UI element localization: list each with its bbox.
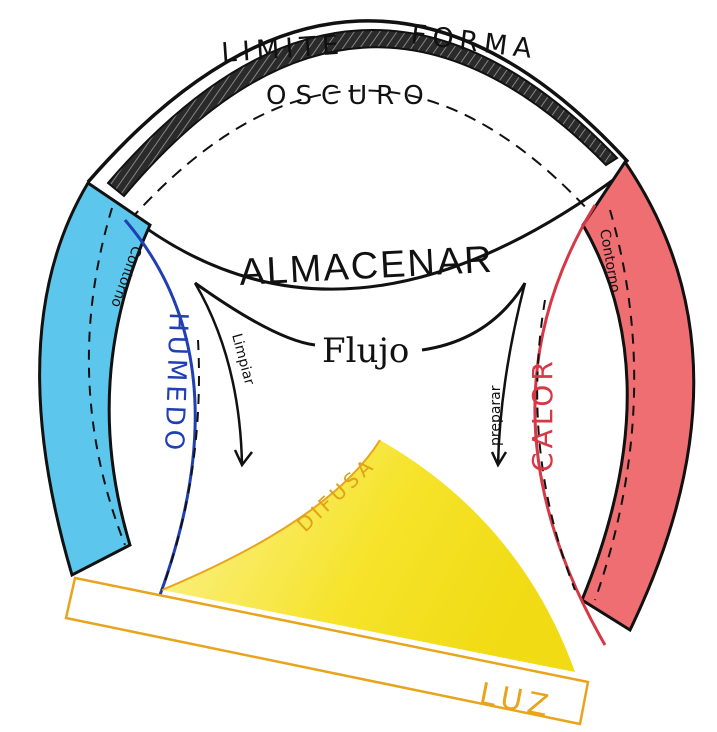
oscuro-band bbox=[108, 30, 617, 196]
preparar-label: preparar bbox=[488, 385, 504, 446]
almacenar-label: ALMACENAR bbox=[238, 239, 494, 294]
flujo-label: Flujo bbox=[322, 331, 409, 371]
oscuro-label: OSCURO bbox=[266, 81, 433, 111]
luz-label: LUZ bbox=[476, 676, 556, 725]
humedo-label: HUMEDO bbox=[158, 312, 193, 455]
limite-label: LIMITE bbox=[220, 29, 346, 69]
calor-label: CALOR bbox=[526, 357, 559, 472]
flujo-right-arc bbox=[422, 283, 525, 350]
blue-humedo-band bbox=[40, 183, 150, 575]
